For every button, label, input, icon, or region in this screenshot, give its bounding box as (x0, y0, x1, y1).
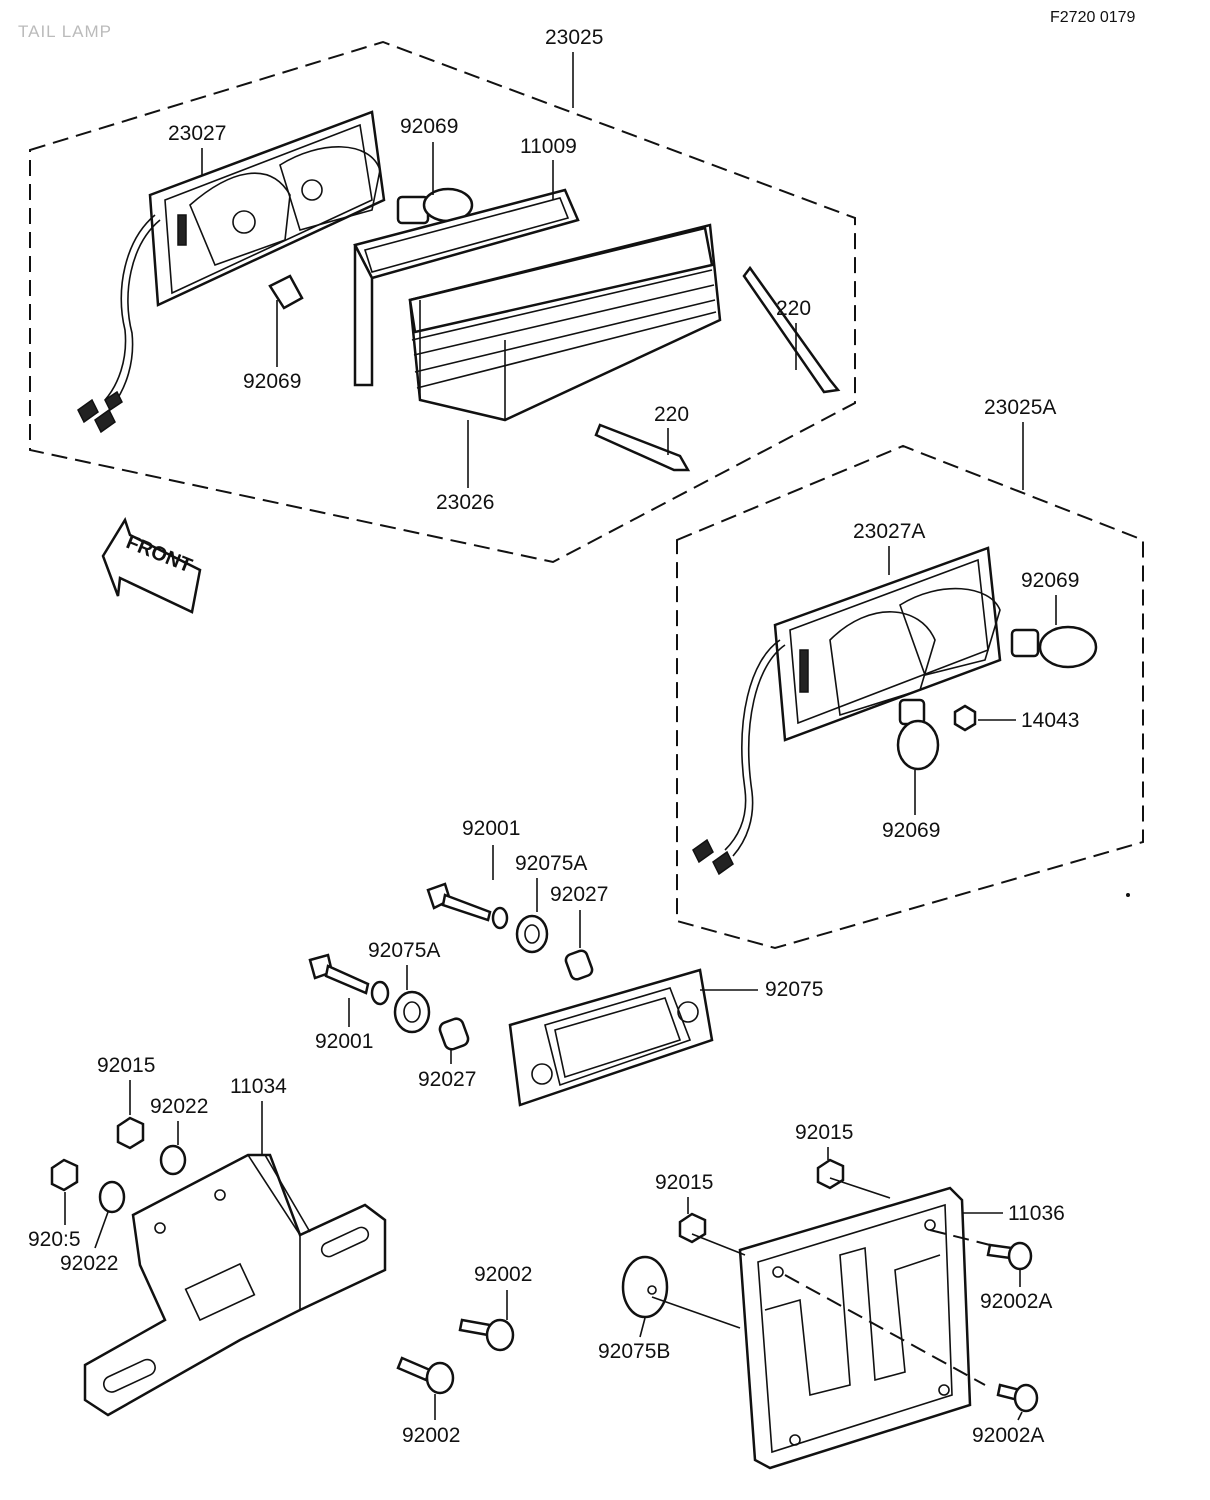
bolt-92001-bot (308, 953, 370, 995)
screw-220-a (742, 265, 841, 394)
label-92075: 92075 (765, 978, 823, 1001)
lens-23027A (773, 546, 1002, 742)
cap-92075B (621, 1255, 669, 1319)
nut-92015-b (50, 1158, 79, 1192)
spacer-92027-bot (438, 1017, 470, 1051)
label-92015-a: 92015 (97, 1054, 155, 1077)
assembly-23025-boundary (29, 40, 856, 564)
label-92069-top: 92069 (400, 115, 458, 138)
label-92002-b: 92002 (402, 1424, 460, 1447)
wire-harness (77, 214, 161, 434)
label-11036: 11036 (1008, 1202, 1065, 1225)
gasket-11009 (353, 188, 580, 387)
label-92022-b: 92022 (60, 1252, 118, 1275)
wire-harness-a (692, 639, 786, 876)
label-220-b: 220 (654, 403, 689, 426)
label-92069-a1: 92069 (1021, 569, 1079, 592)
plate-11036 (738, 1186, 991, 1470)
front-direction-arrow: FRONT (101, 517, 202, 614)
label-11034: 11034 (230, 1075, 287, 1098)
washer-92001-top (491, 906, 509, 930)
label-92075B: 92075B (598, 1340, 670, 1363)
lens-23027 (148, 110, 386, 307)
bracket-11034 (83, 1153, 387, 1417)
label-92015-c: 92015 (795, 1121, 853, 1144)
nut-92075A-top (515, 914, 549, 954)
bulb-92069-a2 (896, 698, 940, 771)
label-92027-bot: 92027 (418, 1068, 476, 1091)
spacer-92027-top (564, 949, 594, 981)
screw-92002-b (396, 1356, 455, 1395)
diagram-title: TAIL LAMP (18, 22, 112, 41)
nut-92015-c (816, 1158, 845, 1190)
label-23027A: 23027A (853, 520, 925, 543)
nut-92015-a (116, 1116, 145, 1150)
label-92022-a: 92022 (150, 1095, 208, 1118)
label-92015-d: 92015 (655, 1171, 713, 1194)
label-14043: 14043 (1021, 709, 1079, 732)
label-92001-bot: 92001 (315, 1030, 373, 1053)
bolt-92001-top (426, 882, 492, 922)
label-23025A: 23025A (984, 396, 1056, 419)
label-92001-top: 92001 (462, 817, 520, 840)
nut-92015-d (678, 1212, 707, 1244)
bulb-92069-top (396, 187, 474, 225)
housing-23026 (408, 223, 722, 422)
label-23025: 23025 (545, 26, 603, 49)
label-23026: 23026 (436, 491, 494, 514)
label-92002A-b: 92002A (972, 1424, 1044, 1447)
bulb-92069-socket (268, 274, 304, 310)
label-92027-top: 92027 (550, 883, 608, 906)
screw-92002-a (458, 1318, 515, 1352)
diagram-ref-code: F2720 0179 (1050, 9, 1136, 26)
label-92075A-mid: 92075A (368, 939, 440, 962)
label-92002-a: 92002 (474, 1263, 532, 1286)
washer-92022-a (159, 1144, 187, 1176)
label-92075A-top: 92075A (515, 852, 587, 875)
label-92069-a2: 92069 (882, 819, 940, 842)
bolt-92002A-b (996, 1383, 1039, 1413)
bolt-92002A-a (986, 1241, 1033, 1271)
label-23027: 23027 (168, 122, 226, 145)
nut-92075A-mid (393, 990, 431, 1034)
assembly-23025A-boundary (676, 444, 1144, 950)
label-220-a: 220 (776, 297, 811, 320)
label-11009: 11009 (520, 135, 577, 158)
washer-92001-bot (370, 980, 390, 1006)
label-92069-mid: 92069 (243, 370, 301, 393)
grommet-14043 (953, 704, 977, 732)
label-92002A-a: 92002A (980, 1290, 1052, 1313)
license-lamp-92075 (508, 968, 714, 1107)
label-92015-b: 920:5 (28, 1228, 81, 1251)
bulb-92069-a1 (1010, 625, 1098, 669)
washer-92022-b (98, 1180, 126, 1214)
dot-mark (1126, 893, 1130, 897)
screw-220-b (594, 423, 691, 472)
